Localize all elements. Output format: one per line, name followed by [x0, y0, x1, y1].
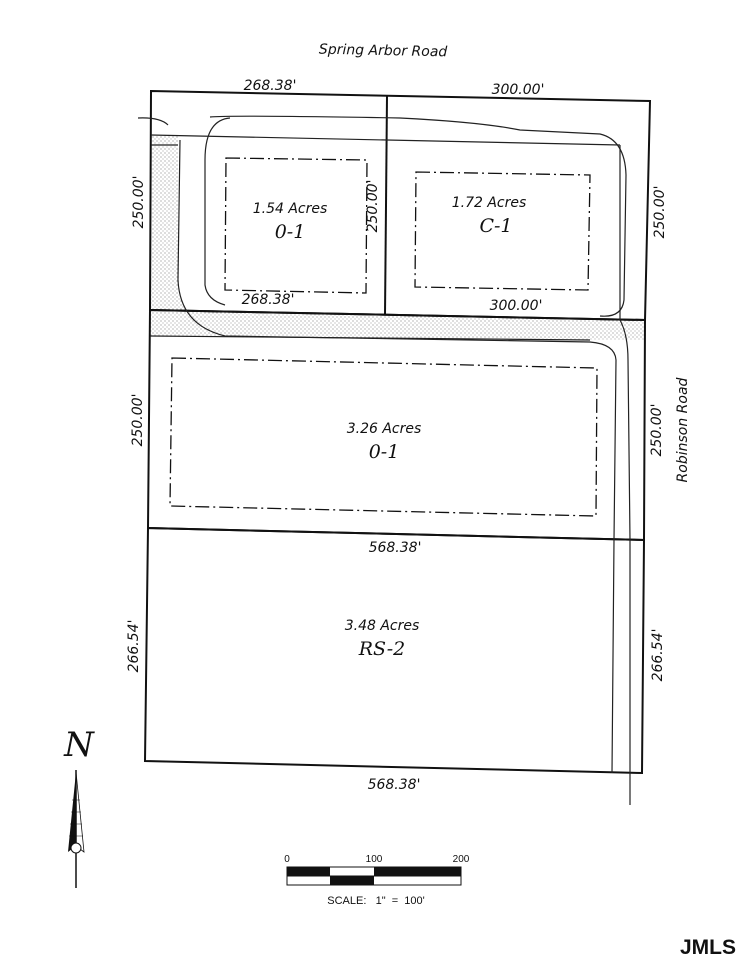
scale-tick-100: 100 — [366, 854, 383, 865]
scale-tick-0: 0 — [284, 854, 290, 865]
parcel-2-label: 1.72 Acres C-1 — [452, 195, 527, 237]
dim-parcel1-bottom-right: 300.00' — [490, 298, 543, 314]
parcel-2-acres: 1.72 Acres — [452, 195, 527, 211]
dim-top-right: 300.00' — [492, 82, 545, 98]
dim-parcel3-east: 266.54' — [650, 629, 666, 682]
easement-shading — [150, 135, 645, 340]
north-arrow: N — [63, 725, 95, 888]
parcel-boundaries — [143, 89, 652, 775]
parcel-3-label: 3.26 Acres 0-1 — [347, 421, 422, 463]
north-arrow-label: N — [63, 725, 95, 765]
setback-lines — [169, 157, 598, 517]
dim-parcel3-bottom: 568.38' — [368, 777, 421, 793]
parcel-1-label: 1.54 Acres 0-1 — [253, 201, 328, 243]
parcel-4-zone: RS-2 — [358, 638, 406, 660]
jmls-watermark: JMLS — [680, 936, 736, 959]
parcel-3-zone: 0-1 — [369, 441, 400, 463]
scale-caption: SCALE: 1" = 100' — [327, 895, 424, 907]
north-arrow-hatch — [69, 799, 83, 837]
road-name-east: Robinson Road — [675, 377, 691, 482]
dim-parcel1-east: 250.00' — [652, 186, 668, 239]
parcel-3-acres: 3.26 Acres — [347, 421, 422, 437]
dim-parcel2-west: 250.00' — [130, 394, 146, 447]
parcel-1-zone: 0-1 — [275, 221, 306, 243]
dim-parcel1-mid: 250.00' — [365, 180, 381, 233]
road-name-north: Spring Arbor Road — [319, 42, 448, 61]
parcel-1-acres: 1.54 Acres — [253, 201, 328, 217]
dim-top-left: 268.38' — [244, 78, 297, 94]
dim-parcel1-west: 250.00' — [131, 176, 147, 229]
dim-parcel2-bottom: 568.38' — [369, 540, 422, 556]
dim-parcel3-west: 266.54' — [126, 620, 142, 673]
scale-tick-200: 200 — [453, 854, 470, 865]
driveway-lines — [137, 115, 631, 805]
scale-bar: 0 100 200 SCALE: 1" = 100' — [284, 854, 470, 907]
parcel-4-label: 3.48 Acres RS-2 — [345, 618, 420, 660]
dim-parcel1-bottom-left: 268.38' — [242, 292, 295, 308]
dim-parcel2-east: 250.00' — [649, 404, 665, 457]
north-arrow-circle — [70, 842, 82, 854]
parcel-2-zone: C-1 — [479, 215, 512, 237]
parcel-4-acres: 3.48 Acres — [345, 618, 420, 634]
